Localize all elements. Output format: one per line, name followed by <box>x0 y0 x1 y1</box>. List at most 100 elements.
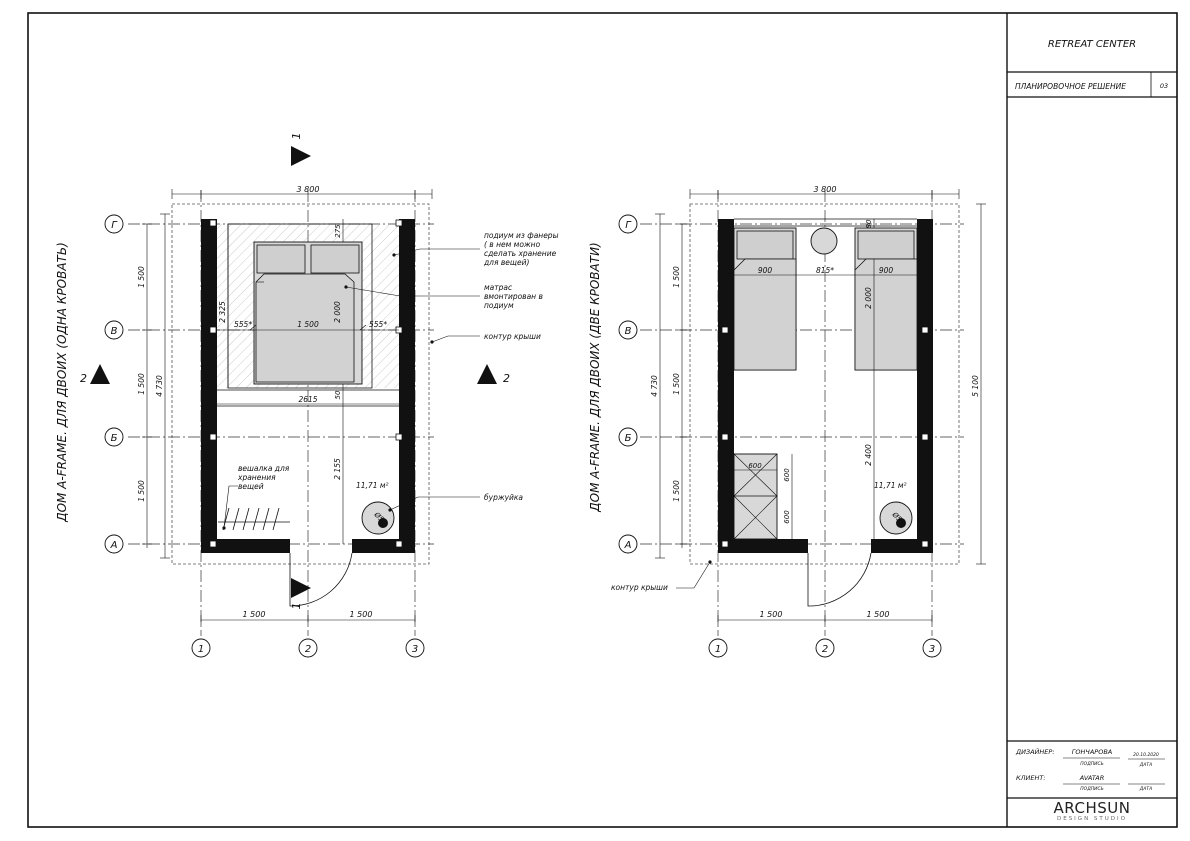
dim-row-1-right: 1 500 <box>672 266 681 288</box>
section-label-left: 2 <box>80 372 87 385</box>
axis-bubble-b-right <box>618 427 638 447</box>
walls-right <box>718 219 933 553</box>
stove-right: Ø5 <box>879 501 913 535</box>
dim-side-right: 555* <box>369 320 387 329</box>
dim-col-1-right: 1 500 <box>760 610 783 619</box>
section-label-top: 1 <box>290 133 303 140</box>
date-label: ДАТА <box>1139 762 1152 768</box>
note-hanger-line-3: вещей <box>238 482 264 491</box>
plan-left-title: ДОМ A-FRAME. ДЛЯ ДВОИХ (ОДНА КРОВАТЬ) <box>55 242 69 523</box>
axis-label-3: 3 <box>412 644 418 655</box>
dim-bed-right: 900 <box>879 266 894 275</box>
studio-logo: ARCHSUN DESIGN STUDIO <box>1007 799 1177 822</box>
dim-cabinet-h1: 600 <box>783 468 791 482</box>
dim-row-1: 1 500 <box>137 266 146 288</box>
dim-total-width-right: 3 800 <box>814 185 837 194</box>
note-roof-left: контур крыши <box>484 332 541 341</box>
brand-name: ARCHSUN <box>1053 799 1131 817</box>
note-roof-right: контур крыши <box>611 583 668 592</box>
axis-bubble-2 <box>298 638 318 658</box>
dim-bed-length-right: 2 000 <box>864 287 873 309</box>
axis-label-a-right: А <box>624 540 632 551</box>
dim-top-gap: 275 <box>334 224 342 238</box>
axis-label-2: 2 <box>305 644 311 655</box>
single-bed-left <box>733 227 797 371</box>
note-mattress-line-1: матрас <box>484 283 513 292</box>
signature-label-2: ПОДПИСЬ <box>1080 786 1103 792</box>
axis-label-1: 1 <box>198 644 204 655</box>
axis-label-v-right: В <box>625 326 632 337</box>
designer-label: ДИЗАЙНЕР: <box>1015 747 1055 756</box>
plan-right: ДОМ A-FRAME. ДЛЯ ДВОИХ (ДВЕ КРОВАТИ) <box>588 185 986 658</box>
column-markers-right <box>721 326 929 548</box>
roof-contour-right <box>689 203 960 565</box>
dim-side-left: 555* <box>234 320 252 329</box>
axis-bubble-g-right <box>618 214 638 234</box>
walls <box>201 219 415 553</box>
dim-col-2-right: 1 500 <box>867 610 890 619</box>
note-mattress-line-3: подиум <box>484 301 514 310</box>
dim-row-2-right: 1 500 <box>672 373 681 395</box>
dim-lower: 2 155 <box>333 458 342 480</box>
note-podium-line-1: подиум из фанеры <box>484 231 559 240</box>
dim-bed-length: 2 000 <box>333 301 342 323</box>
dim-cabinet-w: 600 <box>748 462 762 470</box>
dim-row-3-right: 1 500 <box>672 480 681 502</box>
axis-bubble-a-right <box>618 534 638 554</box>
axis-bubble-3 <box>405 638 425 658</box>
leaders-left <box>223 248 480 529</box>
axis-bubbles-right: Г В Б А 1 2 3 <box>618 214 942 658</box>
note-podium-line-3: сделать хранение <box>484 249 557 258</box>
axis-bubble-v-right <box>618 320 638 340</box>
dim-col-2: 1 500 <box>350 610 373 619</box>
leaders-right <box>676 561 711 589</box>
roof-contour <box>171 203 430 565</box>
axis-label-g-right: Г <box>625 220 632 231</box>
project-title: RETREAT CENTER <box>1048 39 1136 50</box>
axis-label-2-right: 2 <box>822 644 828 655</box>
note-mattress-line-2: вмонтирован в <box>484 292 543 301</box>
leader-dots-left <box>222 253 434 530</box>
axis-label-a: А <box>110 540 118 551</box>
axis-label-g: Г <box>111 220 118 231</box>
axis-bubble-2-right <box>815 638 835 658</box>
section-arrow-right <box>477 364 497 384</box>
dimensions-right <box>655 189 986 625</box>
axis-bubble-v <box>104 320 124 340</box>
note-hanger: вешалка для хранения вещей <box>237 464 292 491</box>
dim-gap: 50 <box>334 390 342 399</box>
axis-bubble-b <box>104 427 124 447</box>
client-label: КЛИЕНТ: <box>1016 774 1046 782</box>
note-hanger-line-2: хранения <box>237 473 276 482</box>
sheet-border <box>27 12 1178 828</box>
section-arrow-top <box>291 146 311 166</box>
plan-left: ДОМ A-FRAME. ДЛЯ ДВОИХ (ОДНА КРОВАТЬ) <box>55 133 561 658</box>
axis-bubble-g <box>104 214 124 234</box>
axis-bubble-1 <box>191 638 211 658</box>
note-hanger-line-1: вешалка для <box>238 464 290 473</box>
area-left: 11,71 м² <box>356 481 389 490</box>
note-podium-line-2: ( в нем можно <box>484 240 541 249</box>
dim-podium-depth: 2 325 <box>218 301 227 323</box>
note-podium: подиум из фанеры ( в нем можно сделать х… <box>483 231 561 267</box>
axis-label-b-right: Б <box>625 433 632 444</box>
date-value: 20.10.2020 <box>1133 752 1159 758</box>
section-label-bottom: 1 <box>290 603 303 610</box>
section-arrow-left <box>90 364 110 384</box>
dim-total-height-right: 4 730 <box>650 375 659 397</box>
note-stove: буржуйка <box>484 493 523 502</box>
client-name: AVATAR <box>1079 774 1104 782</box>
section-markers: 1 1 2 2 <box>80 133 510 610</box>
axis-bubbles: Г В Б А 1 2 3 <box>104 214 425 658</box>
designer-name: ГОНЧАРОВА <box>1072 748 1112 756</box>
dim-total-width: 3 800 <box>297 185 320 194</box>
dim-between: 815* <box>816 266 834 275</box>
dim-outer-height: 5 100 <box>971 375 980 397</box>
dim-inner-width: 2615 <box>298 395 317 404</box>
dim-row-3: 1 500 <box>137 480 146 502</box>
double-bed <box>253 241 363 385</box>
door-swing <box>289 552 353 607</box>
door-swing-right <box>807 552 872 607</box>
dim-cabinet-h2: 600 <box>783 510 791 524</box>
